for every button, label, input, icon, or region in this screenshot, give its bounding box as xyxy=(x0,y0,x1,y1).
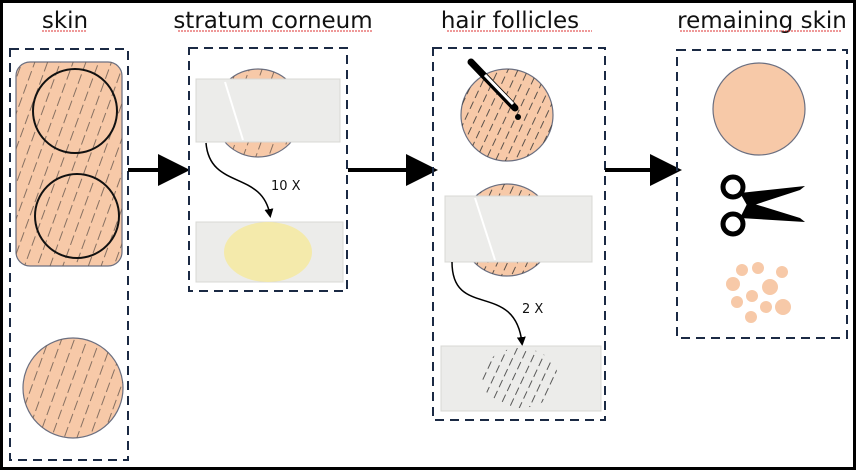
stratum-corneum-panel: 10 X xyxy=(188,47,348,292)
tape-crease xyxy=(474,197,496,261)
tape-strip-applied xyxy=(195,78,341,143)
skin-panel xyxy=(9,48,129,461)
remaining-skin-panel xyxy=(676,49,848,339)
curved-arrow xyxy=(451,261,526,346)
hair-texture xyxy=(16,62,122,266)
title-remaining-skin: remaining skin xyxy=(677,8,847,34)
hair-texture xyxy=(23,338,123,438)
scissors-icon xyxy=(720,174,805,237)
punch-circle-top xyxy=(32,68,118,154)
hair-follicles-panel: 2 X xyxy=(432,47,606,421)
extracted-hair-follicles xyxy=(482,348,558,408)
remaining-skin-disc xyxy=(712,62,806,156)
hair-texture xyxy=(461,69,553,161)
repeat-label-2x: 2 X xyxy=(522,302,543,317)
dropper-icon xyxy=(467,58,521,120)
title-stratum-corneum: stratum corneum xyxy=(173,8,372,34)
punch-circle-bottom xyxy=(34,173,120,259)
title-skin: skin xyxy=(42,8,88,34)
tape-strip-applied xyxy=(444,195,593,263)
title-hair-follicles: hair follicles xyxy=(441,8,579,34)
tape-crease xyxy=(224,81,244,141)
repeat-label-10x: 10 X xyxy=(271,179,301,194)
stratum-corneum-layer xyxy=(224,222,312,282)
skin-pieces xyxy=(726,262,791,323)
curved-arrow xyxy=(205,142,274,218)
